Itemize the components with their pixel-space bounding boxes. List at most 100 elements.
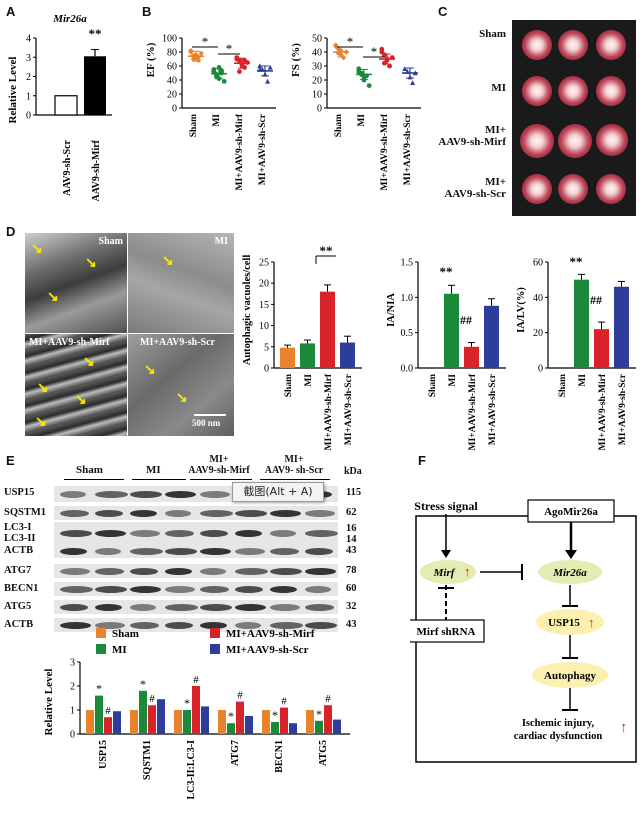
- blot-label: BECN1: [4, 583, 39, 594]
- lv-tick-label: 0: [538, 364, 543, 375]
- heart-slice: [520, 124, 554, 158]
- fs-tick-label: 10: [312, 90, 322, 101]
- blot-band: [95, 604, 122, 611]
- panel-e-sig-hash: #: [193, 674, 199, 686]
- blot-band: [270, 510, 301, 517]
- blot-band: [200, 604, 232, 611]
- panel-label-f: F: [418, 453, 426, 468]
- av-xlabel: Sham: [284, 374, 294, 397]
- arrow-icon: ↘: [37, 381, 49, 396]
- blot-band: [95, 568, 124, 575]
- blot-band: [165, 604, 198, 611]
- panel-label-e: E: [6, 453, 15, 468]
- blot-label: USP15: [4, 487, 35, 498]
- agomir-label: AgoMir26a: [544, 506, 598, 518]
- blot-band: [200, 548, 231, 555]
- panel-c-label-mi: MI: [491, 82, 506, 94]
- arrow-icon: ↘: [162, 254, 174, 269]
- arrow-icon: ↘: [75, 393, 87, 408]
- blot-band: [270, 548, 299, 555]
- blot-band: [200, 622, 227, 629]
- blot-band: [305, 530, 338, 537]
- group-underline: [190, 479, 252, 480]
- arrow-head: [565, 550, 577, 559]
- fs-point: [366, 83, 372, 88]
- mirf-shrna-label: Mirf shRNA: [417, 626, 476, 638]
- av-xlabel: MI+AAV9-sh-Mirf: [324, 373, 334, 450]
- panel-e-bar: [289, 723, 297, 734]
- panel-e-sig-star: *: [228, 709, 234, 723]
- lv-bar: [594, 329, 609, 368]
- ef-point: [219, 68, 224, 74]
- ef-point: [221, 79, 227, 84]
- blot-strip: [54, 544, 338, 558]
- blot-band: [305, 510, 335, 517]
- panel-b-ef-x2: MI+AAV9-sh-Mirf: [235, 113, 245, 190]
- blot-band: [305, 548, 333, 555]
- blot-band: [165, 568, 192, 575]
- blot-kda: 78: [346, 565, 357, 576]
- panel-label-c: C: [438, 4, 448, 19]
- fs-tick-label: 40: [312, 48, 322, 59]
- blot-group-sham: Sham: [76, 464, 103, 476]
- panel-e-bar: [183, 710, 191, 734]
- blot-band: [235, 568, 268, 575]
- panel-c-label-scr: MI+ AAV9-sh-Scr: [444, 176, 506, 200]
- panel-a-tick-label: 3: [26, 53, 31, 64]
- ef-tick-label: 40: [167, 76, 177, 87]
- panel-e-xlabel: USP15: [98, 740, 109, 769]
- arrow-icon: ↘: [35, 415, 47, 430]
- blot-band: [235, 622, 261, 629]
- panel-e-bar: [139, 690, 147, 734]
- fs-point: [382, 60, 387, 66]
- panel-d-ialv-ylabel: IA/LV(%): [516, 287, 527, 333]
- ef-point: [234, 56, 240, 62]
- blot-band: [270, 586, 297, 593]
- ef-tick-label: 20: [167, 90, 177, 101]
- ia-bar: [484, 305, 499, 368]
- ia-xlabel: MI: [448, 374, 458, 387]
- heart-slice: [522, 76, 552, 106]
- up-arrow-icon: ↑: [588, 615, 595, 630]
- blot-band: [130, 510, 157, 517]
- panel-b-ef-x1: MI: [212, 114, 222, 127]
- panel-e-xlabel: SQSTM1: [142, 740, 153, 780]
- group-underline: [64, 479, 124, 480]
- heart-slice: [596, 76, 626, 106]
- ia-xlabel: Sham: [428, 374, 438, 397]
- blot-band: [270, 622, 303, 629]
- panel-d-ia-sig2: ##: [460, 313, 472, 327]
- panel-label-a: A: [6, 4, 16, 19]
- av-tick-label: 10: [259, 321, 269, 332]
- blot-band: [305, 622, 337, 629]
- blot-kda: 62: [346, 507, 357, 518]
- panel-e-bar: [324, 705, 332, 734]
- panel-b-ef-x0: Sham: [189, 114, 199, 137]
- blot-label: LC3-I LC3-II: [4, 522, 36, 544]
- blot-band: [60, 491, 86, 498]
- blot-band: [130, 622, 159, 629]
- blot-label: ACTB: [4, 545, 34, 556]
- panel-e-xlabel: ATG5: [318, 740, 329, 766]
- panel-label-b: B: [142, 4, 152, 19]
- panel-e-bar: [333, 719, 341, 734]
- mirf-label: Mirf: [433, 567, 456, 579]
- panel-e-sig-star: *: [316, 707, 322, 721]
- blot-kda: 43: [346, 619, 357, 630]
- heart-slice: [558, 30, 588, 60]
- lv-tick-label: 60: [533, 258, 543, 269]
- panel-d-ia-sig1: **: [440, 264, 453, 279]
- panel-e-bar: [280, 707, 288, 734]
- panel-label-d: D: [6, 224, 16, 239]
- panel-e-sig-star: *: [272, 708, 278, 722]
- panel-e-bar: [315, 720, 323, 734]
- em-label-scr: MI+AAV9-sh-Scr: [140, 337, 215, 348]
- heart-slice: [558, 124, 592, 158]
- legend-label: Sham: [112, 628, 139, 640]
- fs-point: [410, 80, 416, 85]
- panel-e-bar: [148, 705, 156, 734]
